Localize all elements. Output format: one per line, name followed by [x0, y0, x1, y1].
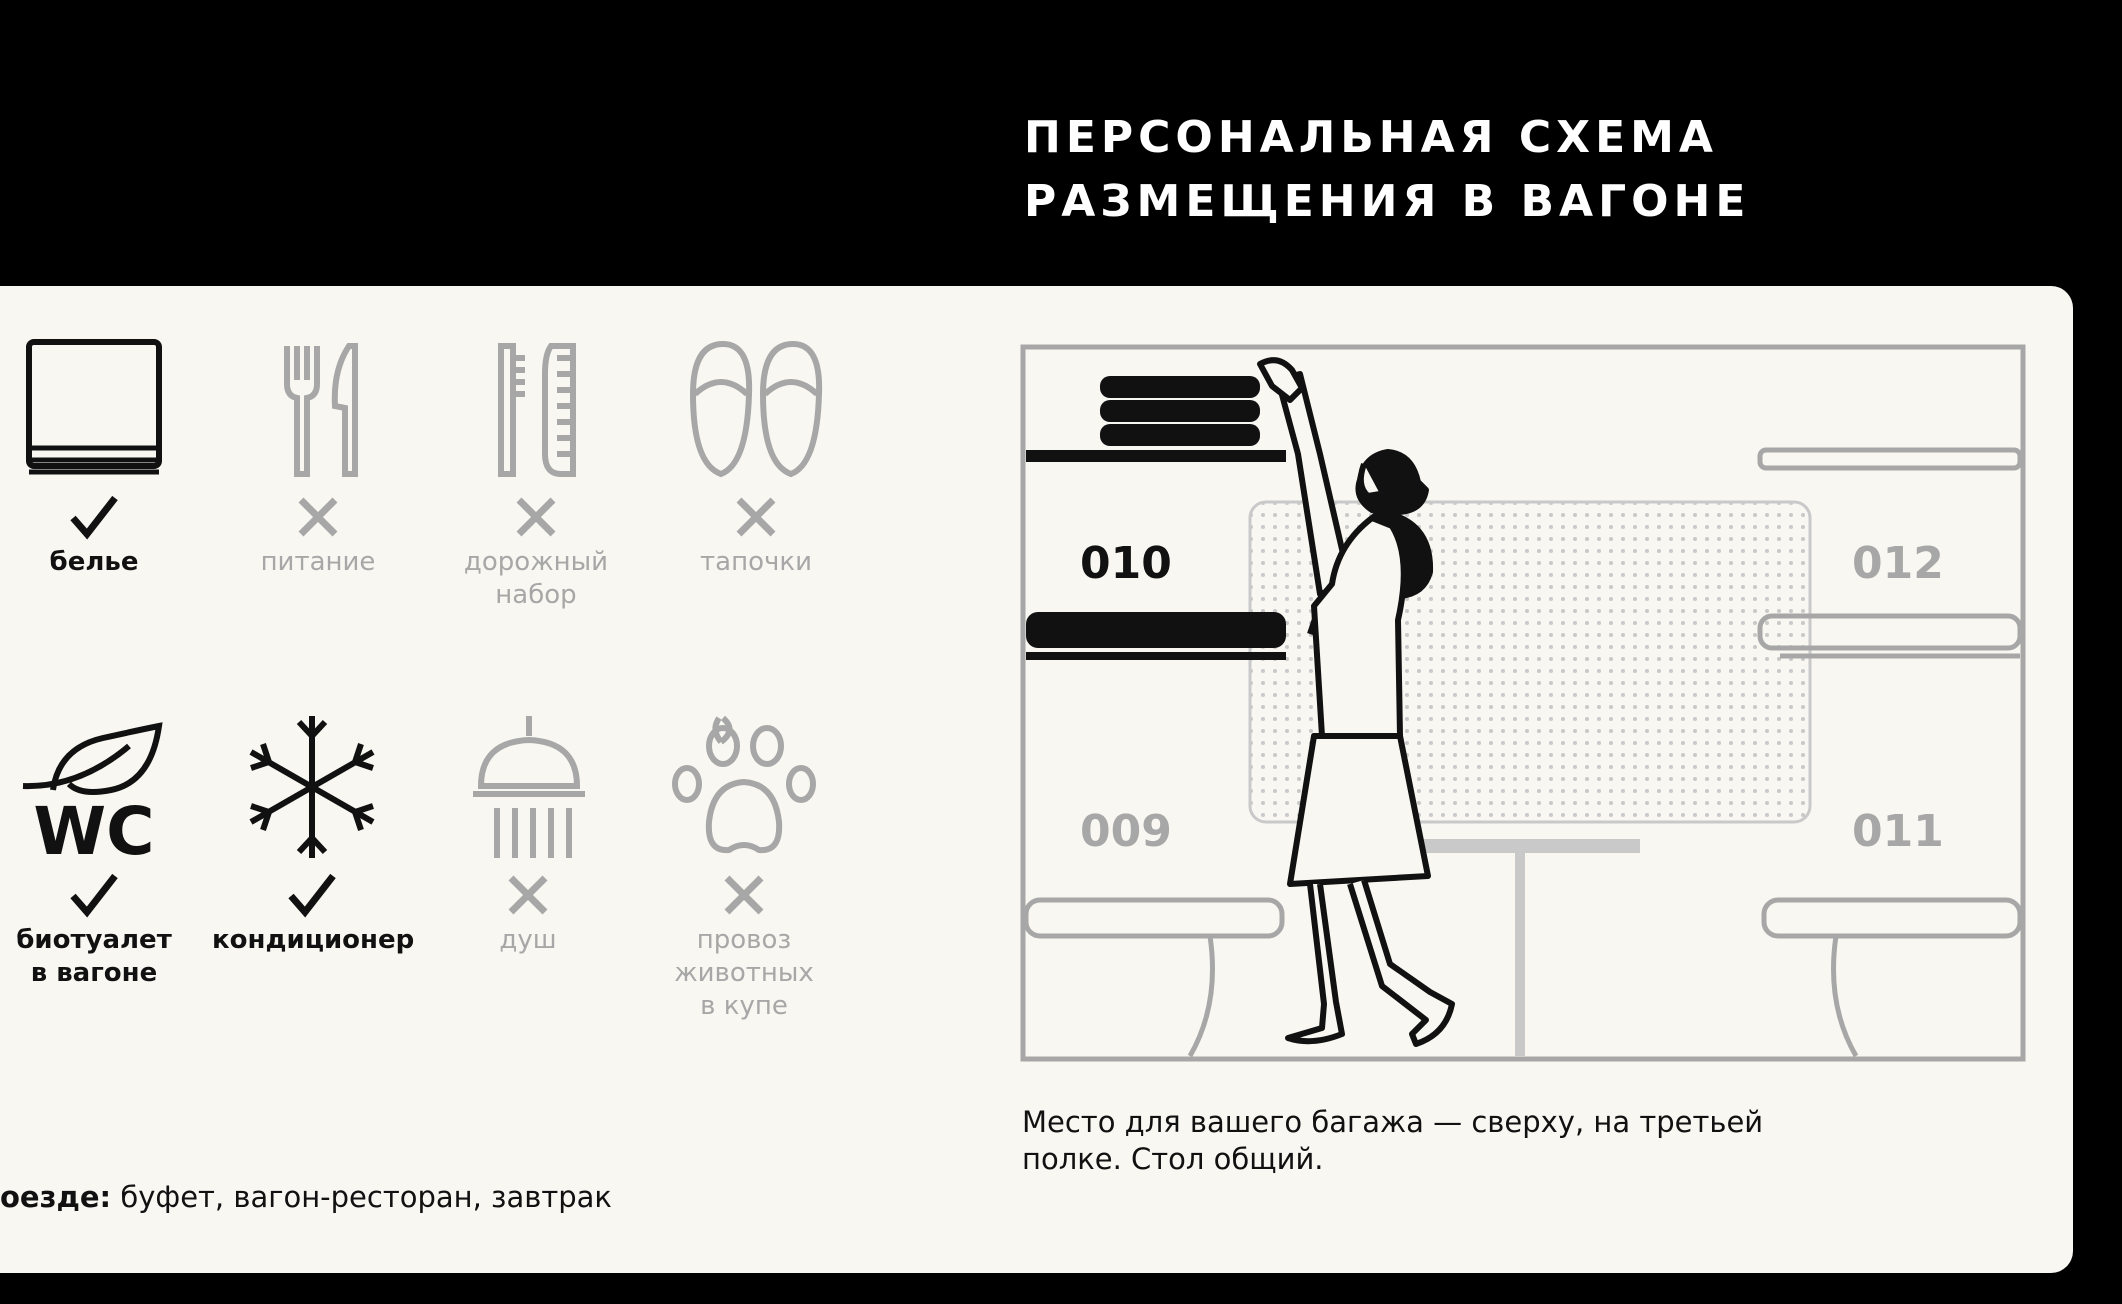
amenity-label-line-2: набор	[495, 580, 577, 610]
cross-icon	[724, 875, 764, 915]
eco-wc-icon: WC	[22, 722, 163, 862]
paw-icon	[672, 715, 816, 854]
towel-icon	[26, 339, 162, 475]
check-icon	[288, 873, 336, 918]
title-line-2: РАЗМЕЩЕНИЯ В ВАГОНЕ	[1024, 176, 1751, 227]
cross-icon	[508, 875, 548, 915]
luggage-shelf-right	[1757, 447, 2023, 471]
amenity-travel-kit: дорожный набор	[436, 334, 636, 612]
amenity-label-line-1: дорожный	[463, 547, 609, 577]
cross-icon	[516, 497, 556, 537]
amenity-label-line-2: в вагоне	[30, 958, 158, 988]
on-train-services: оезде: буфет, вагон-ресторан, завтрак	[0, 1180, 612, 1214]
luggage-bag	[1100, 424, 1260, 446]
seat-number-lower-left: 009	[1080, 806, 1172, 857]
upper-berth-right	[1757, 613, 2023, 651]
scheme-caption: Место для вашего багажа — сверху, на тре…	[1022, 1104, 1842, 1178]
caption-line-1: Место для вашего багажа — сверху, на тре…	[1022, 1105, 1764, 1139]
seat-number-upper-right: 012	[1852, 538, 1944, 589]
snowflake-icon	[249, 716, 375, 858]
check-icon	[70, 873, 118, 918]
fork-knife-icon	[284, 343, 358, 477]
amenity-label: душ	[499, 925, 557, 955]
luggage-bag	[1100, 400, 1260, 422]
luggage-shelf-left	[1026, 450, 1286, 462]
compartment-frame	[1020, 344, 2026, 1062]
amenity-eco-wc: WC биотуалет в вагоне	[0, 712, 194, 990]
passenger-figure	[1257, 357, 1455, 1047]
amenity-label: белье	[49, 547, 139, 577]
amenity-pets: провоз животных в купе	[644, 712, 844, 1023]
on-train-list: буфет, вагон-ресторан, завтрак	[111, 1180, 612, 1214]
seat-number-lower-right: 011	[1852, 806, 1944, 857]
compartment-scheme	[1020, 344, 2026, 1062]
amenity-food: питание	[218, 334, 418, 579]
amenity-shower: душ	[428, 712, 628, 957]
svg-text:WC: WC	[33, 793, 154, 862]
caption-line-2: полке. Стол общий.	[1022, 1142, 1324, 1176]
lower-berth-right	[1761, 897, 2023, 939]
cross-icon	[736, 497, 776, 537]
amenity-label: тапочки	[700, 547, 812, 577]
seat-number-upper-left: 010	[1080, 538, 1172, 589]
page-title: ПЕРСОНАЛЬНАЯ СХЕМА РАЗМЕЩЕНИЯ В ВАГОНЕ	[1024, 106, 1750, 234]
slippers-icon	[689, 340, 823, 478]
on-train-prefix: оезде:	[0, 1180, 112, 1214]
amenity-label: кондиционер	[212, 925, 415, 955]
luggage-bag	[1100, 376, 1260, 398]
title-line-1: ПЕРСОНАЛЬНАЯ СХЕМА	[1024, 112, 1718, 163]
shower-icon	[473, 716, 585, 858]
amenity-label-line-1: биотуалет	[16, 925, 172, 955]
toothbrush-comb-icon	[498, 343, 576, 477]
amenity-slippers: тапочки	[656, 334, 856, 579]
amenity-label-line-3: в купе	[700, 991, 788, 1021]
amenity-linen: белье	[0, 334, 194, 579]
check-icon	[70, 495, 118, 540]
lower-berth-left	[1023, 897, 1285, 939]
amenity-label-line-1: провоз	[696, 925, 792, 955]
upper-berth-left	[1026, 612, 1286, 648]
cross-icon	[298, 497, 338, 537]
amenity-label: питание	[260, 547, 376, 577]
amenity-air-conditioning: кондиционер	[212, 712, 415, 957]
amenity-label-line-2: животных	[674, 958, 814, 988]
